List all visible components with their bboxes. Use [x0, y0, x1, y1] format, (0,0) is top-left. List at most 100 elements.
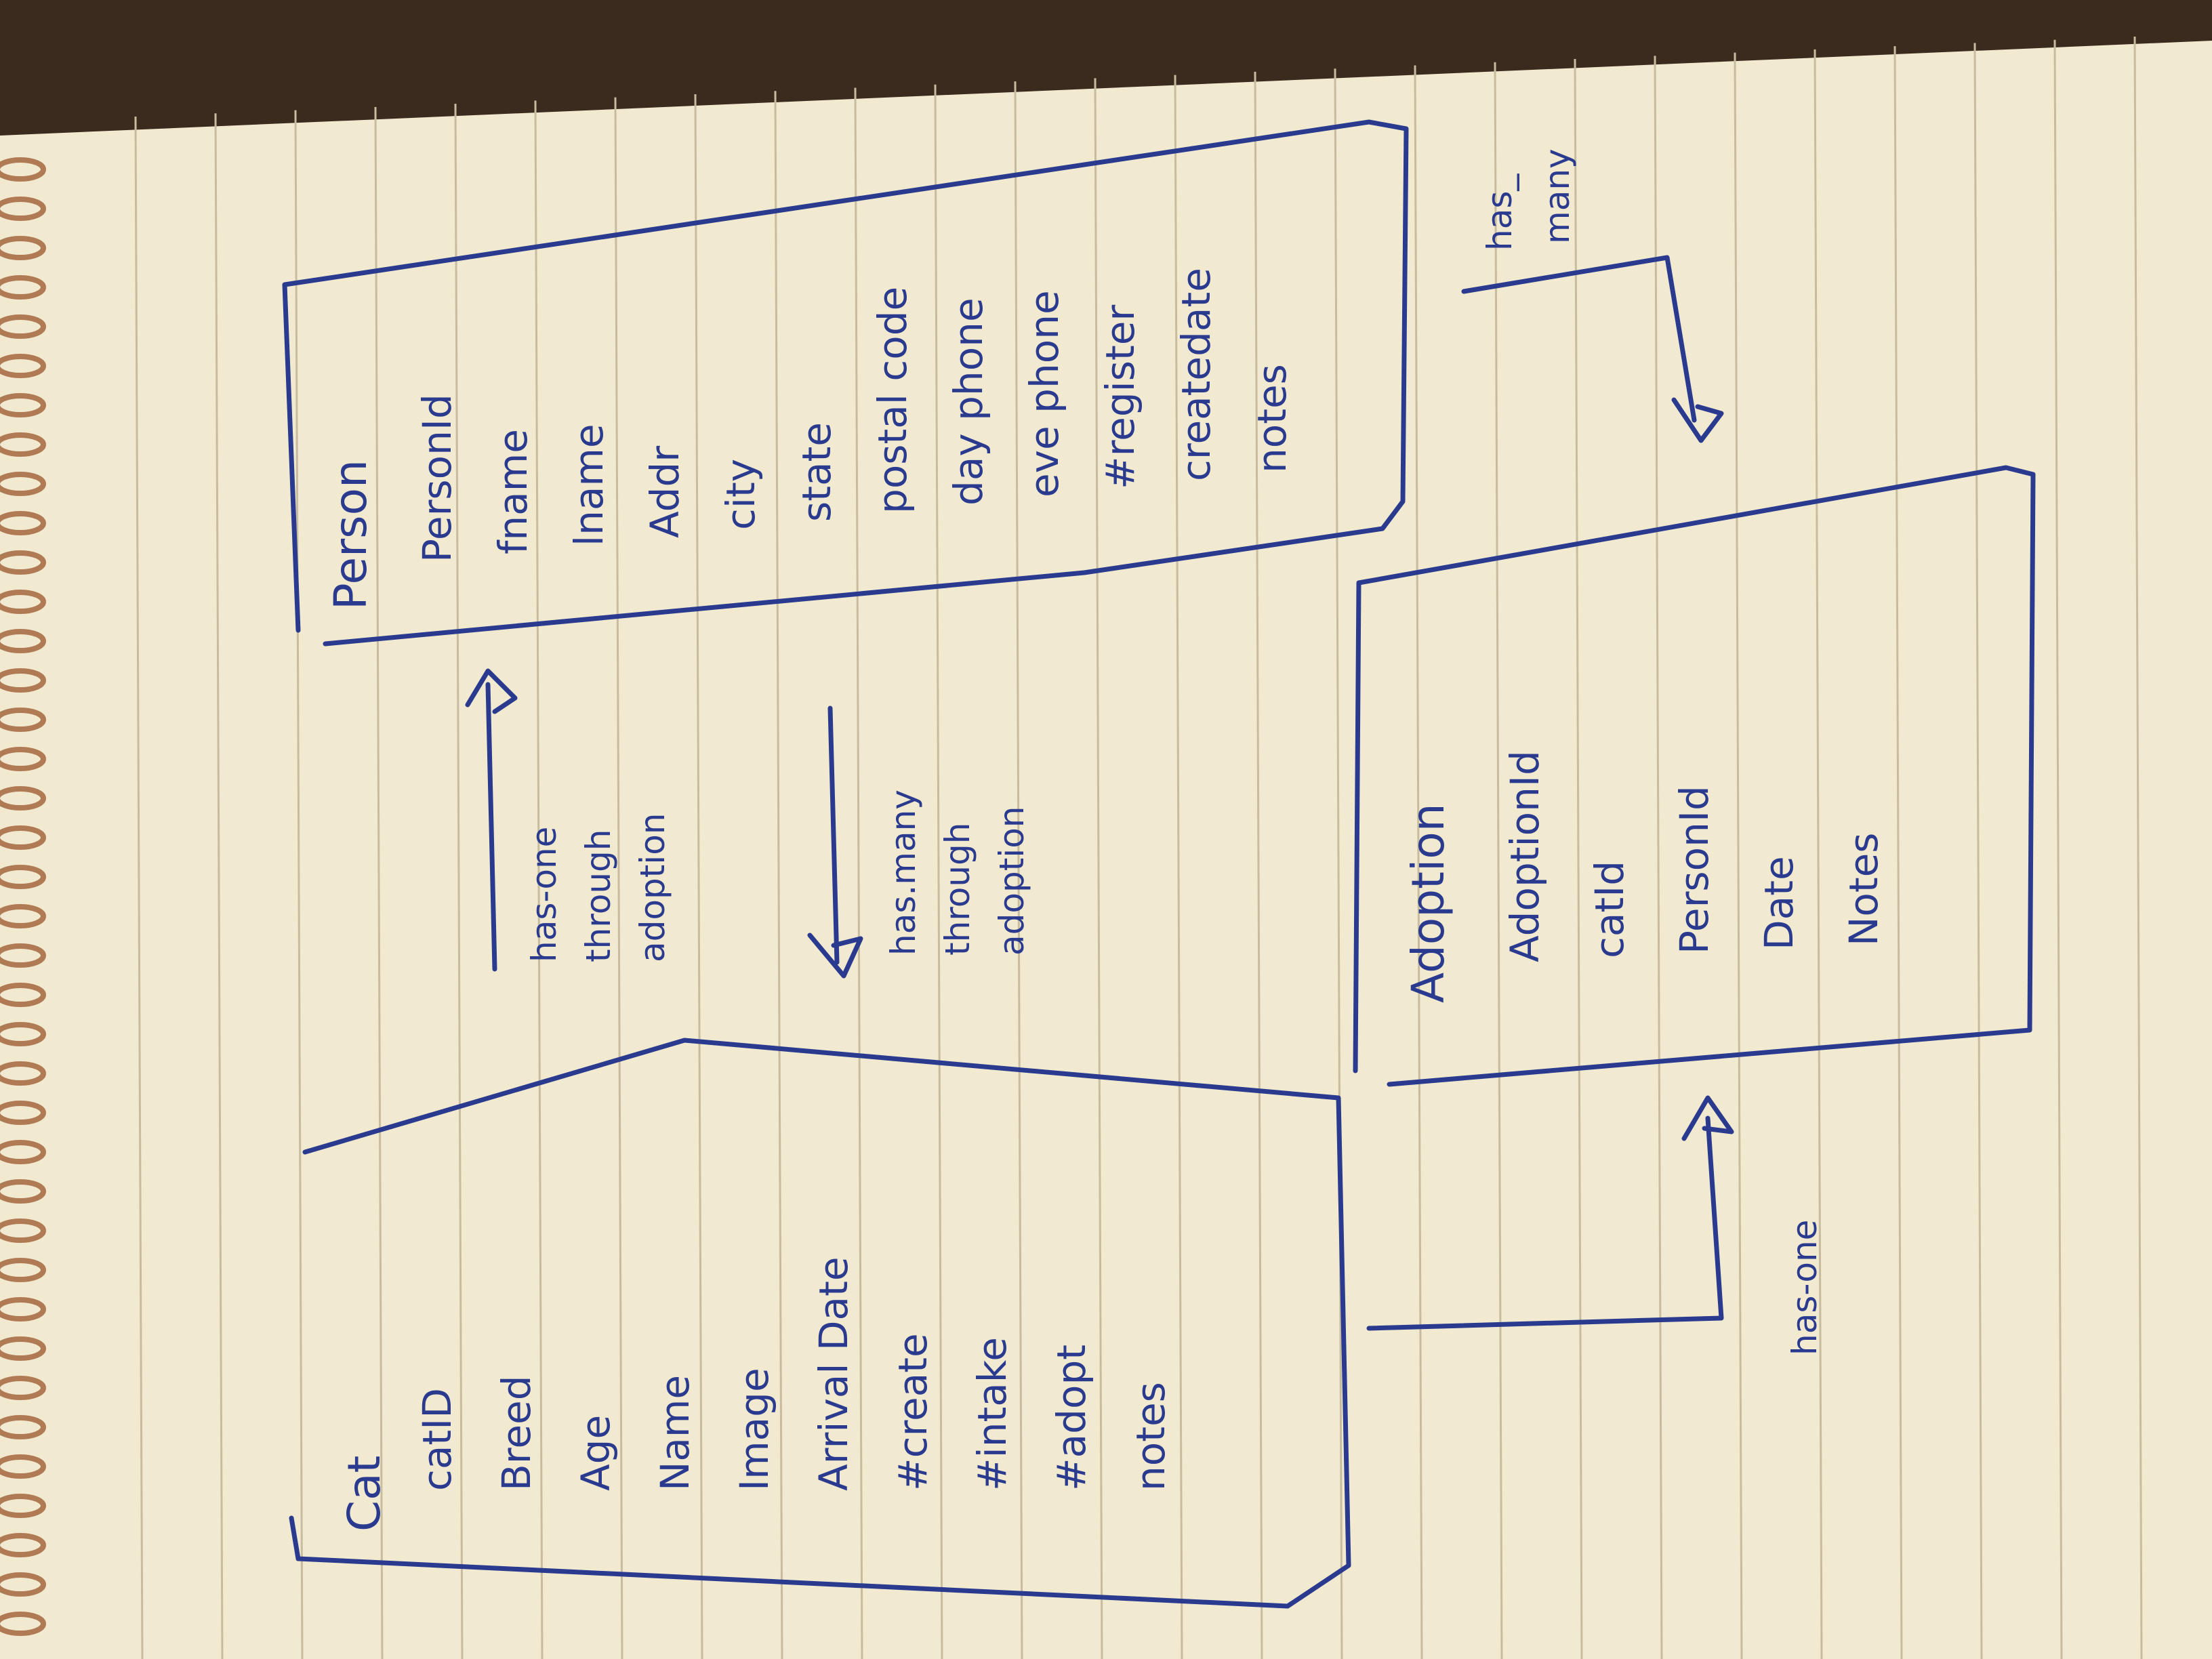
spiral-ring: [0, 1415, 46, 1439]
ruled-line: [1654, 56, 1663, 1659]
relation-label-1: many: [1538, 148, 1577, 244]
person-title: Person: [325, 459, 377, 610]
adoption-field-0: AdoptionId: [1502, 750, 1548, 962]
spiral-ring: [0, 904, 46, 928]
relation-person-has-many-adoption: has_ many: [1461, 148, 1724, 443]
ruled-line: [694, 94, 703, 1659]
cat-field-1: Breed: [493, 1375, 539, 1491]
spiral-ring: [0, 1297, 46, 1322]
ruled-line: [1414, 65, 1423, 1659]
relation-cat-has-one-person: has-one through adoption: [465, 668, 672, 972]
person-field-9: #register: [1097, 305, 1143, 489]
spiral-ring: [0, 1572, 46, 1597]
spiral-ring: [0, 314, 46, 339]
adoption-entity: Adoption AdoptionId catId PersonId Date Note…: [1353, 465, 2036, 1087]
spiral-ring: [0, 197, 46, 221]
relation-label-0: has_: [1480, 173, 1519, 251]
ruled-line: [374, 106, 384, 1659]
person-field-7: day phone: [945, 298, 991, 506]
spiral-ring: [0, 629, 46, 653]
ruled-line: [454, 104, 464, 1659]
arrow-head: [1671, 397, 1724, 443]
spiral-ring: [0, 825, 46, 850]
arrow-head: [807, 933, 863, 979]
adoption-title: Adoption: [1402, 803, 1454, 1003]
relation-person-has-many-cat: has.many through adoption: [807, 705, 1031, 979]
relation-label-0: has-one: [525, 827, 564, 962]
relation-cat-has-one-adoption: has-one: [1366, 1095, 1824, 1355]
ruled-line: [1734, 52, 1743, 1659]
person-field-3: Addr: [642, 446, 688, 538]
ruled-line: [1574, 59, 1583, 1659]
spiral-ring: [0, 275, 46, 300]
ruled-line: [1494, 62, 1503, 1659]
person-field-8: eve phone: [1021, 290, 1067, 497]
spiral-ring: [0, 668, 46, 693]
spiral-ring: [0, 393, 46, 417]
arrow-line: [1366, 1115, 1724, 1331]
cat-field-3: Name: [652, 1375, 698, 1491]
person-field-1: fname: [490, 429, 536, 554]
spiral-ring: [0, 472, 46, 496]
spiral-ring: [0, 1022, 46, 1046]
spiral-ring: [0, 1494, 46, 1518]
ruled-line: [534, 100, 544, 1659]
relation-label-0: has.many: [884, 790, 923, 956]
arrow-head: [1681, 1095, 1734, 1141]
ruled-line: [1014, 81, 1023, 1659]
cat-box-outline: [289, 1038, 1351, 1609]
adoption-field-4: Notes: [1841, 832, 1887, 946]
spiral-ring: [0, 983, 46, 1007]
arrow-head: [465, 668, 518, 714]
adoption-field-2: PersonId: [1671, 785, 1717, 954]
person-field-11: notes: [1249, 364, 1295, 473]
ruled-line: [1254, 71, 1263, 1659]
ruled-line: [854, 87, 863, 1659]
person-field-6: postal code: [869, 287, 916, 514]
spiral-ring: [0, 1179, 46, 1204]
spiral-ring: [0, 1612, 46, 1636]
person-field-0: PersonId: [414, 394, 460, 562]
arrow-line: [827, 705, 840, 965]
adoption-field-3: Date: [1756, 856, 1802, 950]
relation-label-1: through: [938, 823, 977, 956]
spiral-ring: [0, 1258, 46, 1282]
spiral-ring: [0, 1101, 46, 1125]
ruled-line: [774, 91, 783, 1659]
relation-label-0: has-one: [1785, 1220, 1824, 1355]
cat-field-8: #adopt: [1048, 1345, 1094, 1491]
spiral-ring: [0, 1140, 46, 1164]
ruled-line: [934, 84, 943, 1659]
adoption-field-1: catId: [1586, 861, 1633, 958]
cat-field-0: catID: [414, 1388, 460, 1491]
spiral-ring: [0, 1061, 46, 1086]
arrow-line: [1461, 255, 1697, 423]
ruled-line: [2133, 36, 2143, 1659]
person-box-outline: [282, 119, 1409, 647]
cat-field-9: notes: [1128, 1382, 1174, 1491]
spiral-ring: [0, 708, 46, 732]
person-field-10: createdate: [1173, 268, 1219, 481]
ruled-line: [294, 110, 304, 1659]
ruled-lines: [134, 36, 2143, 1659]
relation-label-1: through: [579, 830, 618, 962]
ruled-line: [1094, 78, 1103, 1659]
spiral-ring: [0, 157, 46, 182]
spiral-ring: [0, 865, 46, 889]
spiral-ring: [0, 236, 46, 260]
spiral-ring: [0, 943, 46, 968]
spiral-ring: [0, 1376, 46, 1400]
cat-field-5: Arrival Date: [811, 1256, 857, 1491]
spiral-ring: [0, 432, 46, 457]
ruled-line: [614, 97, 623, 1659]
spiral-ring: [0, 786, 46, 811]
relation-label-2: adoption: [633, 813, 672, 962]
ruled-line: [1174, 75, 1183, 1659]
relation-label-2: adoption: [992, 806, 1031, 956]
spiral-ring: [0, 550, 46, 575]
spiral-ring: [0, 1533, 46, 1557]
person-field-4: city: [718, 459, 764, 530]
ruled-line: [1334, 68, 1343, 1659]
